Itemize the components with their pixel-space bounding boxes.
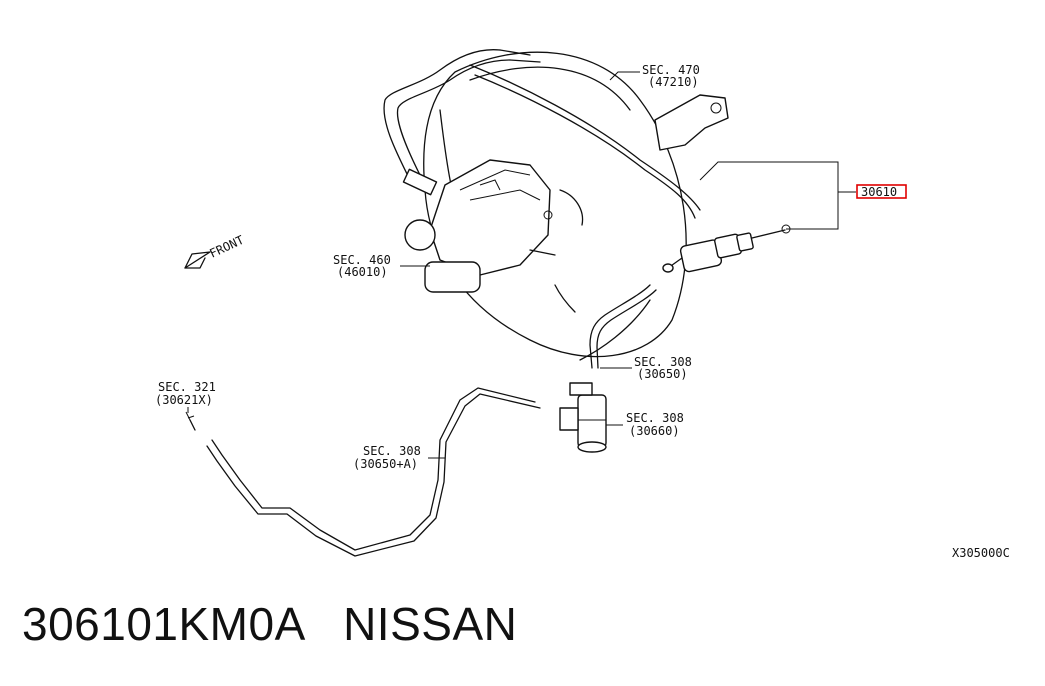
clutch-pipe: [589, 284, 657, 369]
label-sec321: SEC. 321: [158, 380, 216, 394]
label-sec460-sub: (46010): [337, 265, 388, 279]
label-sec308-damper-sub: (30660): [629, 424, 680, 438]
label-sec470-sub: (47210): [648, 75, 699, 89]
booster-bracket: [654, 94, 729, 151]
label-sec308-pipe-sub: (30650): [637, 367, 688, 381]
master-cylinder: [404, 159, 556, 293]
vacuum-hose: [383, 49, 701, 219]
part-caption: 306101KM0A NISSAN: [22, 597, 517, 651]
front-label: FRONT: [207, 233, 246, 261]
label-sec308-line: SEC. 308: [363, 444, 421, 458]
label-sec308-damper: SEC. 308: [626, 411, 684, 425]
parts-diagram: FRONT SEC. 470 (47210) 30610 SEC. 460 (4…: [155, 49, 1010, 560]
clutch-master-cylinder: [662, 224, 791, 273]
label-part-30610[interactable]: 30610: [861, 185, 897, 199]
label-sec308-pipe: SEC. 308: [634, 355, 692, 369]
clutch-line: [185, 387, 541, 557]
drawing-code: X305000C: [952, 546, 1010, 560]
leader-lines: [187, 71, 856, 459]
label-sec460: SEC. 460: [333, 253, 391, 267]
front-arrow-icon: [184, 251, 211, 269]
brand-name: NISSAN: [343, 598, 518, 650]
label-sec308-line-sub: (30650+A): [353, 457, 418, 471]
label-sec321-sub: (30621X): [155, 393, 213, 407]
part-number: 306101KM0A: [22, 598, 304, 650]
label-sec470: SEC. 470: [642, 63, 700, 77]
clutch-damper: [559, 382, 607, 453]
part-highlight-box: [856, 184, 907, 199]
